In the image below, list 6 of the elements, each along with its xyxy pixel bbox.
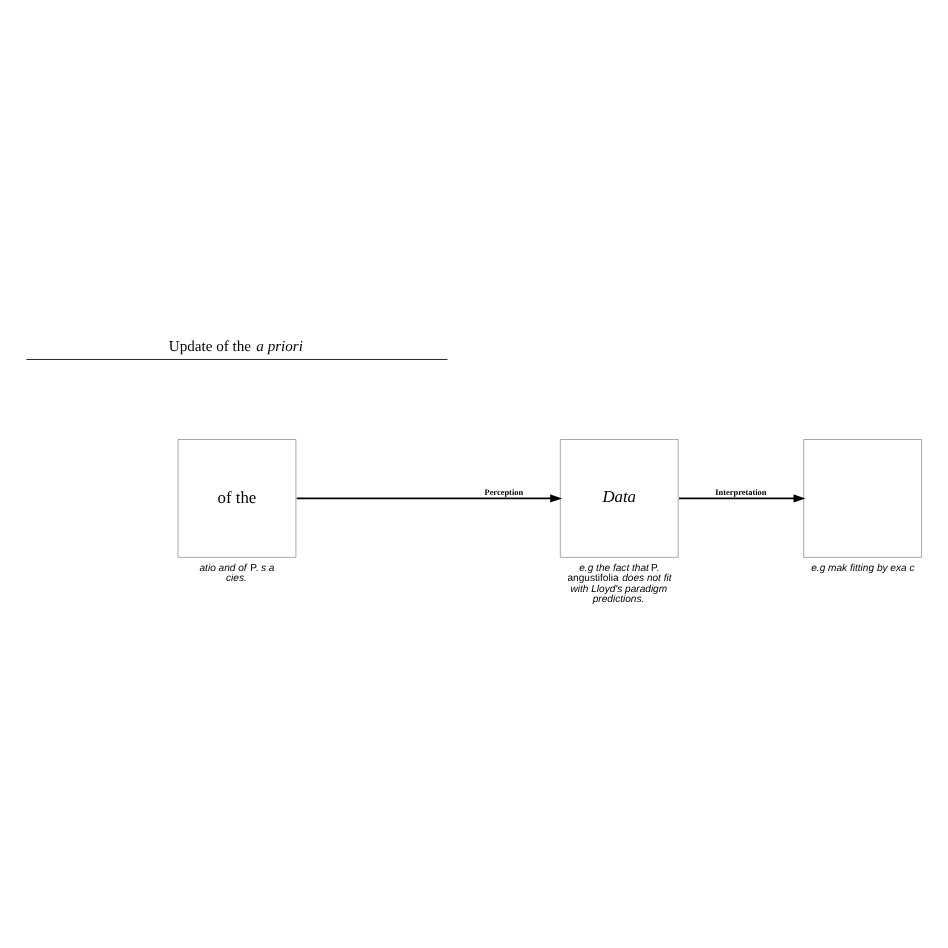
node-box bbox=[803, 439, 922, 558]
arrow bbox=[295, 494, 562, 503]
node-box: of the bbox=[177, 439, 297, 558]
arrow bbox=[678, 494, 806, 503]
node-box: Data bbox=[559, 439, 679, 558]
label: Update of the a priori bbox=[168, 337, 303, 356]
